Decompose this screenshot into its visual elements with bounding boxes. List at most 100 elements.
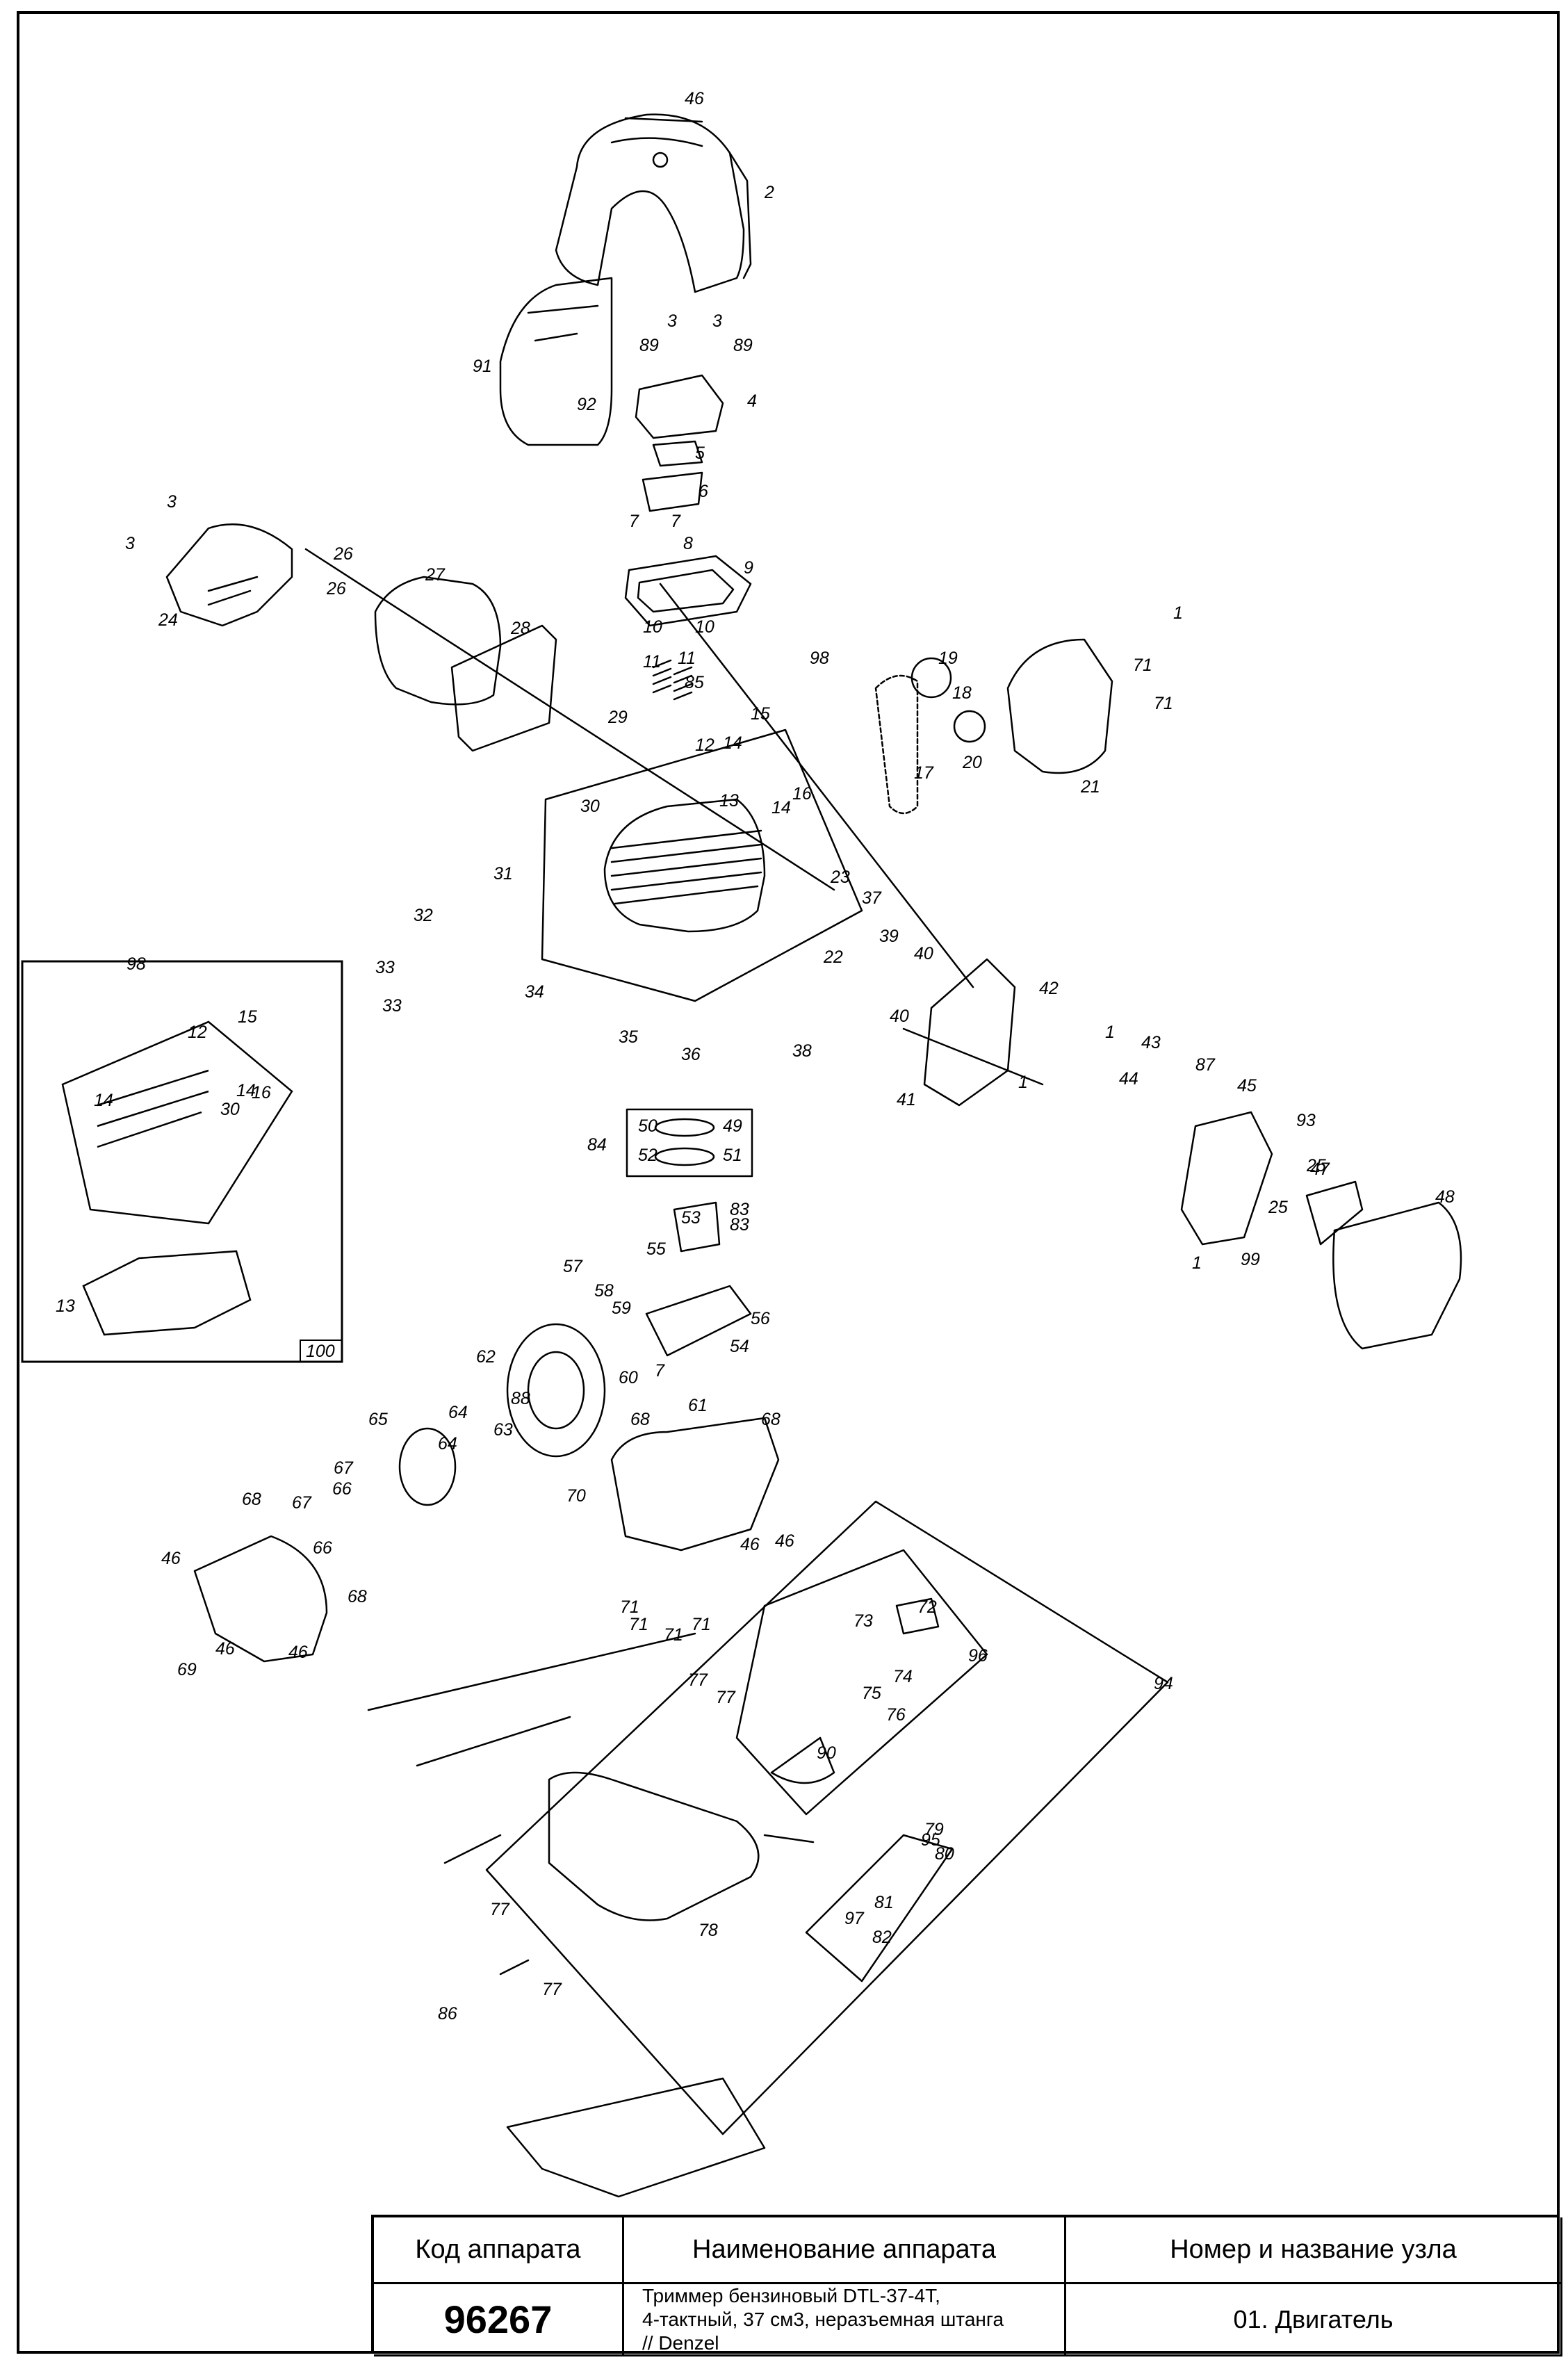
part-ring-box: [626, 1108, 753, 1178]
part-valve-springs: [652, 659, 693, 701]
part-number-label: 68: [761, 1410, 781, 1429]
inset-box-tag: [300, 1340, 343, 1362]
part-number-label: 14: [236, 1081, 256, 1100]
part-number-label: 28: [510, 619, 530, 638]
part-fuel-tank: [548, 1771, 760, 1921]
part-number-label: 20: [962, 753, 982, 772]
part-number-label: 16: [252, 1083, 271, 1102]
part-number-label: 98: [810, 649, 829, 668]
part-number-label: 42: [1039, 979, 1059, 998]
part-number-label: 78: [699, 1921, 718, 1940]
part-number-label: 2: [764, 183, 774, 202]
part-number-label: 12: [188, 1023, 207, 1042]
part-number-label: 84: [587, 1135, 607, 1155]
part-number-label: 46: [685, 89, 704, 108]
part-fuel-tank-outline: [485, 1500, 1169, 2135]
part-number-label: 83: [730, 1215, 749, 1235]
part-number-label: 40: [914, 944, 933, 963]
part-number-label: 79: [924, 1820, 944, 1839]
header-unit: Номер и название узла: [1066, 2217, 1562, 2284]
part-number-label: 10: [643, 617, 662, 637]
part-number-label: 14: [94, 1091, 113, 1110]
part-number-label: 71: [1133, 656, 1152, 675]
part-fuel-cap-box: [735, 1549, 988, 1816]
part-number-label: 38: [792, 1041, 812, 1061]
part-number-label: 37: [862, 888, 882, 908]
part-number-label: 56: [751, 1309, 770, 1328]
part-filter-cover: [374, 576, 502, 706]
part-number-label: 68: [348, 1587, 367, 1606]
part-number-label: 15: [238, 1007, 257, 1027]
part-number-label: 89: [733, 336, 753, 355]
part-number-label: 33: [375, 958, 395, 977]
title-block: Код аппарата Наименование аппарата Номер…: [371, 2215, 1562, 2356]
part-number-label: 3: [125, 534, 135, 553]
part-number-label: 32: [414, 906, 433, 925]
part-number-label: 35: [619, 1027, 638, 1047]
part-number-label: 27: [425, 565, 446, 585]
part-number-label: 49: [723, 1116, 742, 1136]
part-valve-cover: [635, 374, 724, 512]
inset-box-label: 100: [306, 1342, 335, 1361]
part-side-shield: [499, 277, 613, 446]
part-starter-cover: [1332, 1201, 1462, 1350]
part-number-label: 70: [566, 1486, 586, 1506]
part-number-label: 6: [699, 482, 708, 501]
part-number-label: 48: [1435, 1187, 1455, 1207]
part-number-label: 23: [830, 868, 850, 887]
part-number-label: 55: [646, 1239, 666, 1259]
part-number-label: 59: [612, 1299, 631, 1318]
part-number-label: 68: [630, 1410, 650, 1429]
part-number-label: 63: [493, 1420, 513, 1440]
part-number-label: 29: [607, 708, 628, 727]
part-number-label: 43: [1141, 1033, 1161, 1052]
part-number-label: 11: [678, 649, 696, 668]
inset-crankcase: [82, 1250, 252, 1336]
part-number-label: 41: [897, 1090, 916, 1109]
part-number-label: 46: [740, 1535, 760, 1554]
part-number-label: 98: [126, 954, 146, 974]
part-number-label: 74: [893, 1667, 913, 1686]
part-number-label: 67: [292, 1493, 312, 1513]
part-assembly-lines: [304, 548, 1044, 1976]
part-bottom-shield: [506, 2077, 766, 2198]
part-top-cover: [555, 113, 752, 293]
part-number-label: 95: [921, 1830, 940, 1850]
part-number-label: 44: [1119, 1069, 1138, 1089]
part-cylinder: [603, 798, 766, 933]
part-side-housing: [1006, 638, 1113, 774]
part-number-label: 72: [917, 1597, 937, 1617]
part-number-label: 22: [823, 947, 843, 967]
part-number-label: 14: [771, 798, 791, 817]
part-number-label: 66: [332, 1479, 352, 1499]
part-number-label: 50: [638, 1116, 658, 1136]
part-number-label: 87: [1195, 1055, 1216, 1075]
part-number-label: 96: [968, 1646, 988, 1666]
part-number-label: 86: [438, 2004, 457, 2024]
part-starter-gasket: [1305, 1180, 1364, 1246]
unit-name: 01. Двигатель: [1066, 2284, 1562, 2356]
part-clutch: [398, 1427, 457, 1506]
part-number-label: 8: [683, 534, 693, 553]
part-number-label: 1: [1105, 1023, 1115, 1042]
part-clutch-cover: [193, 1535, 328, 1663]
part-number-label: 25: [1268, 1198, 1288, 1217]
device-name-line-1: Триммер бензиновый DTL-37-4T,: [642, 2284, 940, 2306]
part-number-label: 66: [313, 1538, 332, 1558]
part-filter-plate: [450, 624, 557, 752]
device-name-line-3: // Denzel: [642, 2331, 719, 2354]
part-number-label: 4: [747, 391, 757, 411]
part-number-label: 40: [890, 1007, 909, 1026]
part-flywheel: [506, 1323, 606, 1458]
part-number-label: 25: [1306, 1156, 1326, 1175]
part-crankcase-cover: [923, 958, 1016, 1107]
part-number-label: 77: [490, 1900, 510, 1919]
part-cylinder-box: [541, 728, 863, 1002]
part-number-label: 97: [844, 1909, 865, 1928]
part-number-label: 16: [792, 784, 812, 804]
part-number-label: 14: [723, 733, 742, 753]
part-number-label: 3: [167, 492, 177, 512]
drawing-frame: [17, 11, 1560, 2354]
part-number-label: 47: [1310, 1159, 1330, 1179]
